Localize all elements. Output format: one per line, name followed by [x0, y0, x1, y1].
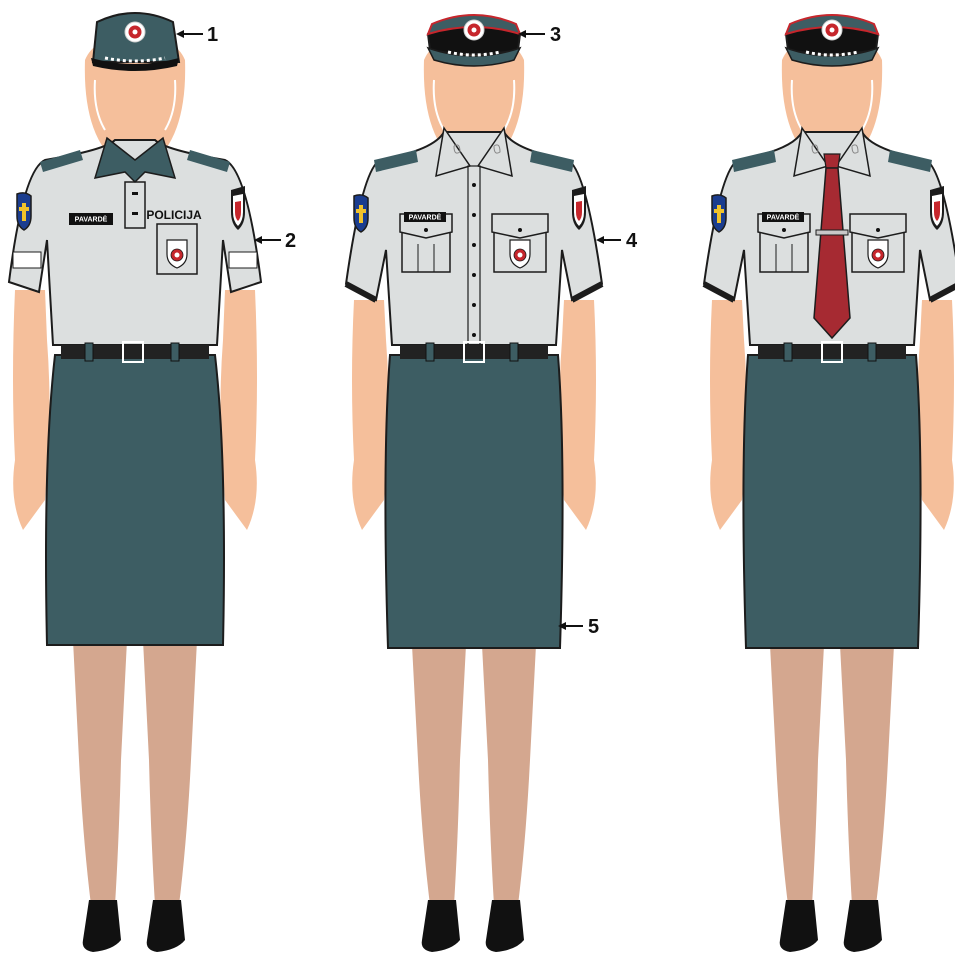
name-tag-text: PAVARDĖ — [767, 214, 800, 222]
legs — [73, 640, 197, 952]
chest-badge-icon — [868, 240, 888, 268]
belt — [400, 342, 548, 362]
name-tag-text: PAVARDĖ — [409, 214, 442, 222]
polo-shirt: PAVARDĖ POLICIJA — [9, 138, 261, 345]
flag-patch-icon — [712, 195, 726, 232]
chest-badge-icon — [167, 240, 187, 268]
arrow-left-icon — [596, 236, 604, 244]
baseball-cap — [91, 13, 179, 71]
callout-3: 3 — [518, 24, 561, 46]
callout-label: 2 — [285, 230, 296, 252]
name-tag-text: PAVARDĖ — [75, 216, 108, 224]
legs — [770, 645, 894, 952]
callout-label: 5 — [588, 616, 599, 638]
legs — [412, 645, 536, 952]
callout-4: 4 — [596, 230, 638, 252]
flag-patch-icon — [17, 193, 31, 230]
arrow-left-icon — [176, 30, 184, 38]
figure-3: PAVARDĖ — [704, 15, 955, 952]
hat-badge-icon — [464, 20, 484, 40]
service-hat — [786, 15, 878, 66]
skirt — [46, 355, 224, 645]
callout-2: 2 — [254, 230, 296, 252]
belt — [61, 342, 209, 362]
callout-label: 1 — [207, 24, 218, 46]
chest-text: POLICIJA — [146, 208, 202, 222]
service-hat — [428, 15, 520, 66]
cap-badge-icon — [125, 22, 145, 42]
skirt — [743, 355, 920, 648]
callout-label: 4 — [626, 230, 638, 252]
callout-label: 3 — [550, 24, 561, 46]
callout-5: 5 — [558, 616, 599, 638]
flag-patch-icon — [354, 195, 368, 232]
figure-1: PAVARDĖ POLICIJA — [9, 13, 261, 952]
belt — [758, 342, 906, 362]
callout-1: 1 — [176, 24, 218, 46]
skirt — [385, 355, 562, 648]
hat-badge-icon — [822, 20, 842, 40]
chest-badge-icon — [510, 240, 530, 268]
figure-2: PAVARDĖ — [346, 15, 602, 952]
